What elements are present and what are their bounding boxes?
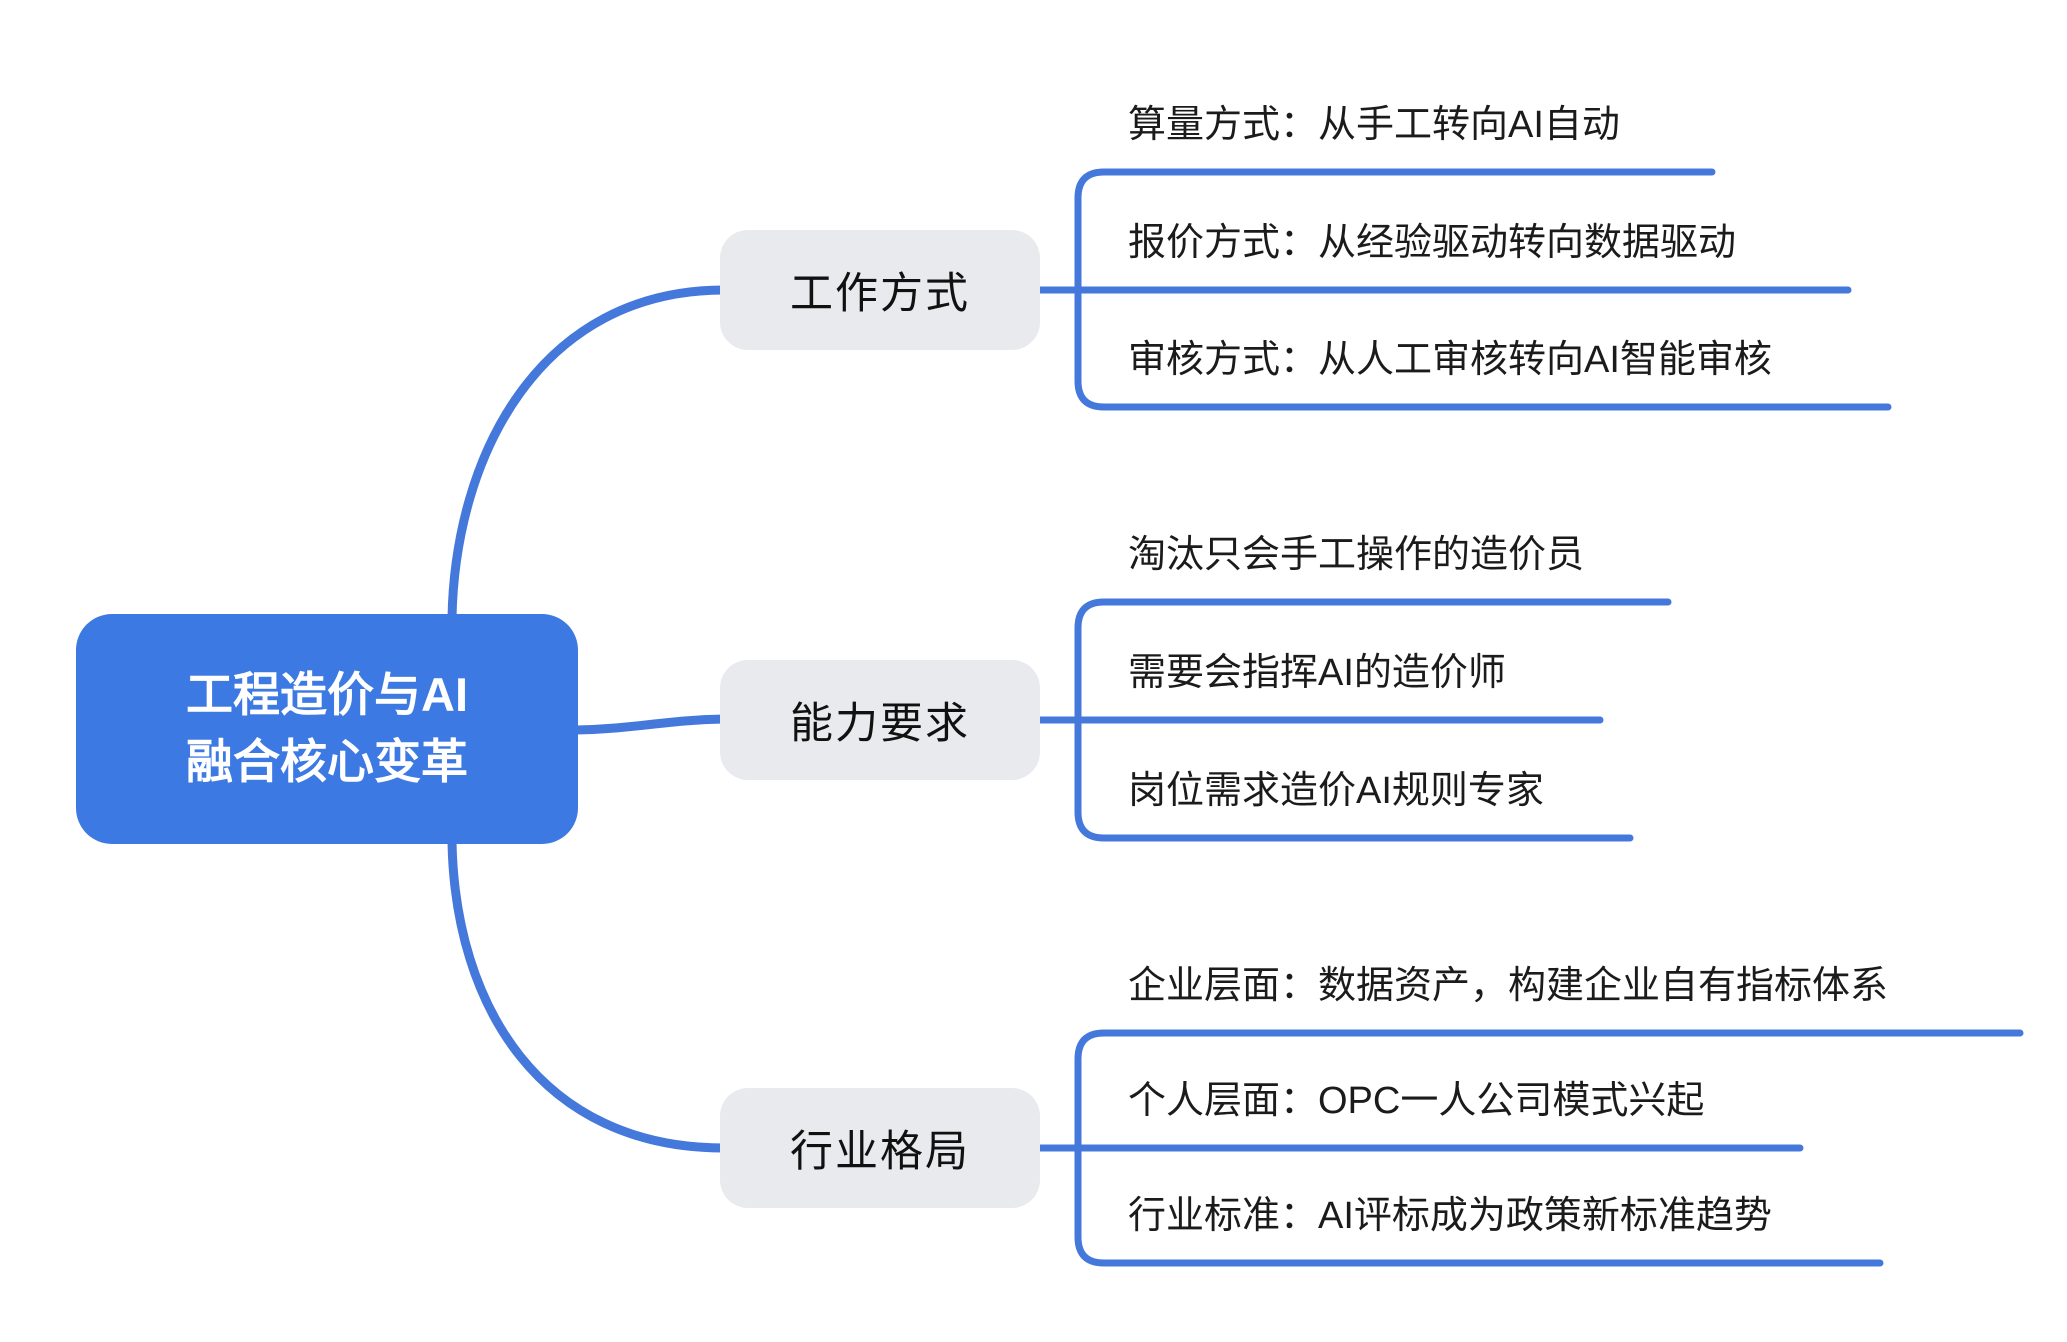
child-topic-personal-level[interactable]: 个人层面：OPC一人公司模式兴起	[1128, 1080, 1705, 1122]
child-topic-industry-standard[interactable]: 行业标准：AI评标成为政策新标准趋势	[1128, 1195, 1772, 1237]
child-topic-quotation[interactable]: 报价方式：从经验驱动转向数据驱动	[1128, 222, 1737, 264]
child-topic-enterprise-level[interactable]: 企业层面：数据资产，构建企业自有指标体系	[1128, 965, 1889, 1007]
root-to-branch3-curve	[447, 837, 729, 1153]
branch-node-industry-landscape[interactable]: 行业格局	[720, 1088, 1040, 1208]
child-topic-review[interactable]: 审核方式：从人工审核转向AI智能审核	[1128, 339, 1772, 381]
child-topic-command-ai[interactable]: 需要会指挥AI的造价师	[1128, 652, 1506, 694]
root-node[interactable]: 工程造价与AI 融合核心变革	[76, 614, 578, 844]
root-to-branch1-curve	[447, 285, 729, 623]
child-topic-eliminate-manual[interactable]: 淘汰只会手工操作的造价员	[1128, 534, 1585, 576]
root-title-line1: 工程造价与AI	[186, 668, 468, 722]
branch-node-ability-requirement[interactable]: 能力要求	[720, 660, 1040, 780]
child-topic-quantity-calc[interactable]: 算量方式：从手工转向AI自动	[1128, 104, 1620, 146]
branch-node-work-mode[interactable]: 工作方式	[720, 230, 1040, 350]
child-topic-ai-rule-expert[interactable]: 岗位需求造价AI规则专家	[1128, 770, 1544, 812]
root-to-branch2-curve	[571, 714, 729, 735]
root-title-line2: 融合核心变革	[186, 735, 468, 788]
